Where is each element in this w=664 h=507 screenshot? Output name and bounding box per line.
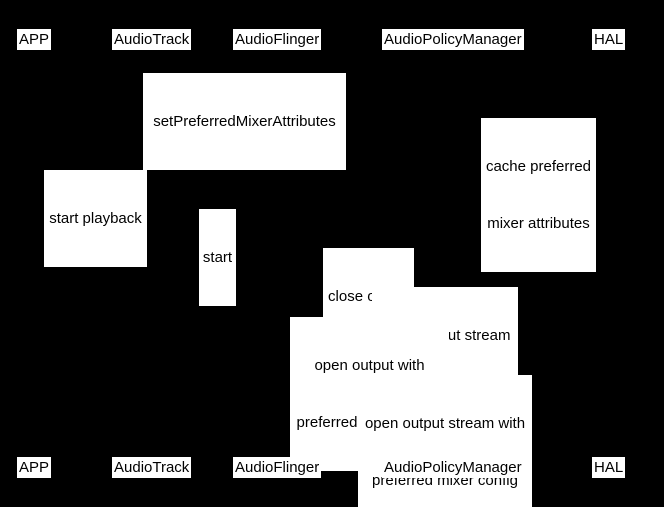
- participant-header-audiotrack[interactable]: AudioTrack: [112, 29, 192, 50]
- message-label-start[interactable]: start: [199, 209, 236, 306]
- participant-header-audiopolicymanager[interactable]: AudioPolicyManager: [382, 29, 524, 50]
- message-label-set-preferred-mixer-attributes[interactable]: setPreferredMixerAttributes: [143, 73, 346, 170]
- participant-footer-app[interactable]: APP: [17, 457, 52, 478]
- message-line: open output with: [314, 357, 425, 374]
- participant-header-app[interactable]: APP: [17, 29, 52, 50]
- participant-footer-hal[interactable]: HAL: [592, 457, 626, 478]
- message-line: mixer attributes: [487, 215, 590, 232]
- message-line: cache preferred: [485, 158, 592, 175]
- participant-footer-audioflinger[interactable]: AudioFlinger: [233, 457, 322, 478]
- message-label-cache-preferred-mixer-attributes[interactable]: cache preferred mixer attributes: [481, 118, 596, 272]
- message-line: start playback: [49, 210, 142, 227]
- participant-header-hal[interactable]: HAL: [592, 29, 626, 50]
- participant-footer-audiopolicymanager[interactable]: AudioPolicyManager: [382, 457, 524, 478]
- message-line: setPreferredMixerAttributes: [153, 113, 336, 130]
- message-line: open output stream with: [364, 415, 526, 432]
- message-label-start-playback[interactable]: start playback: [44, 170, 147, 267]
- participant-footer-audiotrack[interactable]: AudioTrack: [112, 457, 192, 478]
- arrow-m2-self: [457, 149, 484, 173]
- message-label-open-output-stream-with-preferred-mixer-config[interactable]: open output stream with preferred mixer …: [358, 375, 532, 507]
- participant-header-audioflinger[interactable]: AudioFlinger: [233, 29, 322, 50]
- message-line: start: [202, 249, 233, 266]
